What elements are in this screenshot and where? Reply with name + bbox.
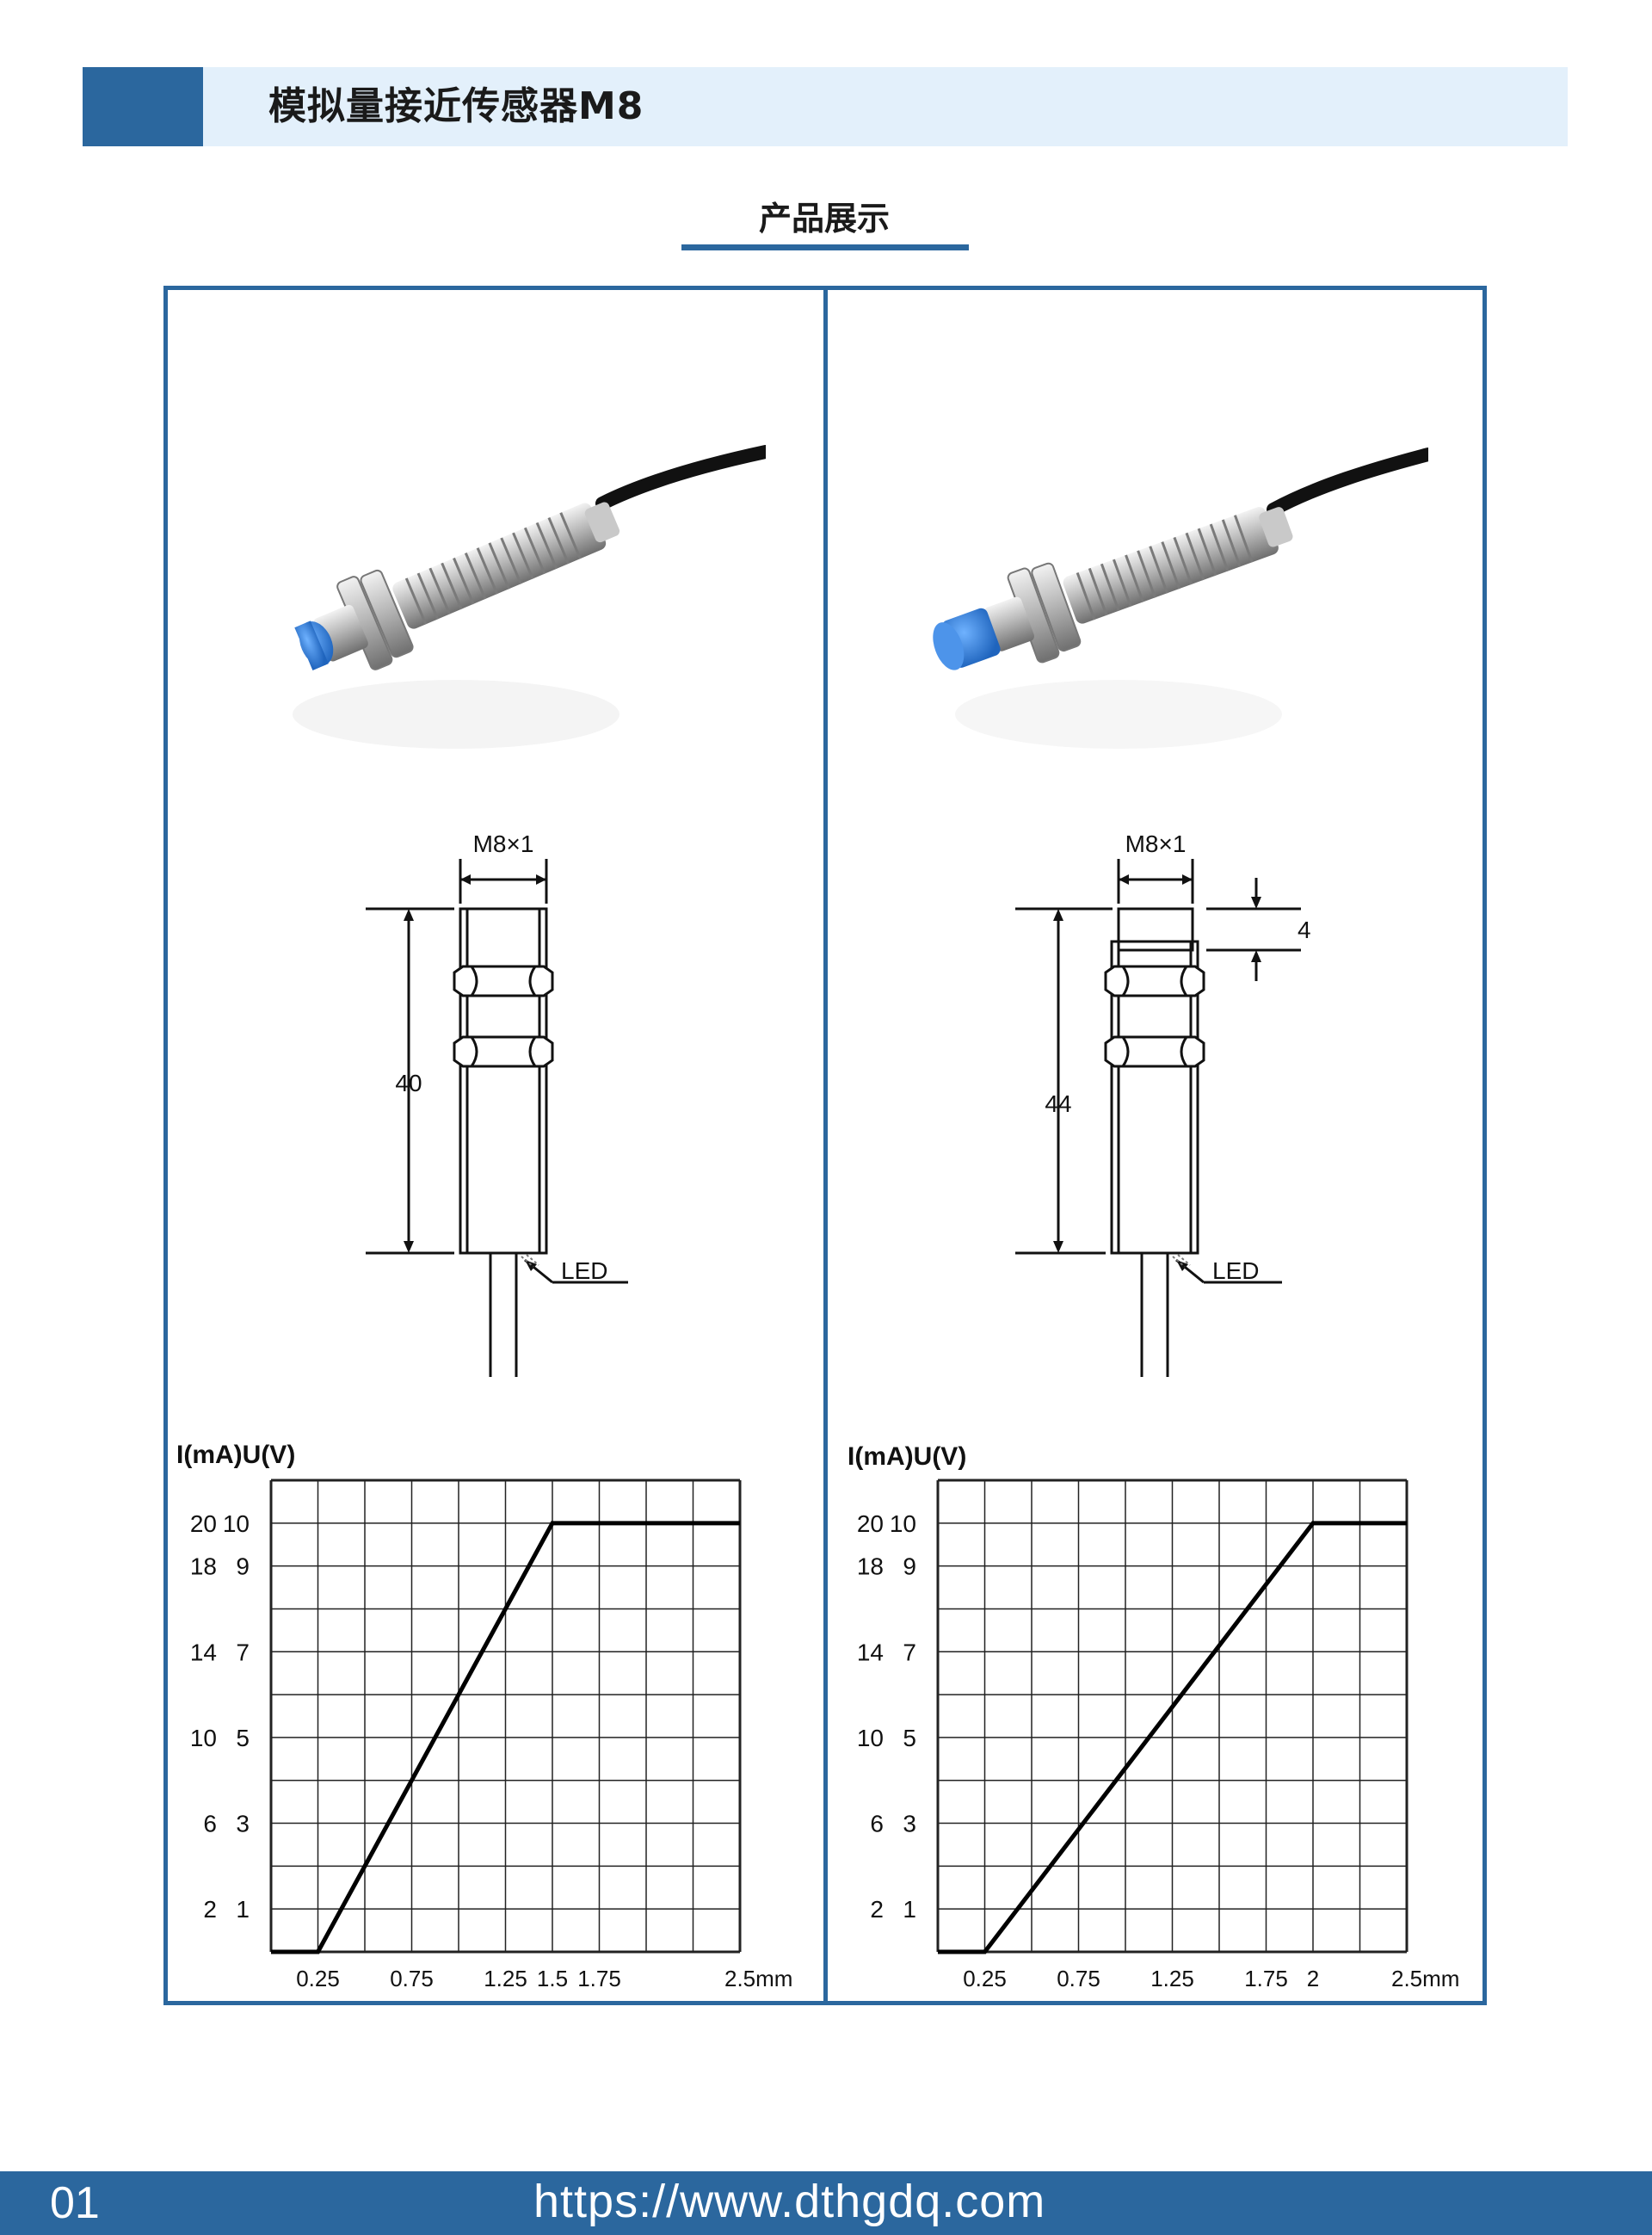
- led-label: LED: [561, 1257, 607, 1284]
- x-tick-label: 2.5mm: [1391, 1966, 1459, 1991]
- led-label: LED: [1212, 1257, 1259, 1284]
- x-tick-label: 0.25: [963, 1966, 1007, 1991]
- y-tick-label-current: 20: [190, 1510, 217, 1537]
- y-tick-label-current: 18: [857, 1553, 884, 1580]
- chart-marks: [938, 1521, 1407, 1954]
- y-tick-label-voltage: 10: [223, 1510, 250, 1537]
- x-tick-label: 1.75: [1244, 1966, 1288, 1991]
- y-tick-label-current: 6: [203, 1811, 217, 1837]
- thread-label: M8×1: [1125, 830, 1187, 857]
- x-tick-label: 0.75: [1057, 1966, 1100, 1991]
- x-tick-label: 1.25: [484, 1966, 527, 1991]
- series-line: [938, 1521, 1407, 1954]
- dimension-drawing-right: M8×1 44 4 LED: [1015, 830, 1311, 1377]
- page-number: 01: [50, 2178, 100, 2228]
- y-tick-label-voltage: 9: [236, 1553, 250, 1580]
- x-tick-label: 1.5: [537, 1966, 568, 1991]
- y-tick-label-current: 6: [870, 1811, 884, 1837]
- sensor-head-outline: [1117, 907, 1194, 952]
- sensor-body-outline: [1110, 940, 1199, 1255]
- y-tick-label-current: 2: [203, 1896, 217, 1923]
- chart-ylabel: I(mA)U(V): [848, 1442, 966, 1471]
- y-tick-label-current: 20: [857, 1510, 884, 1537]
- y-tick-label-voltage: 5: [236, 1725, 250, 1751]
- x-tick-label: 0.75: [390, 1966, 434, 1991]
- header-bar: [203, 67, 1568, 146]
- nut-lower: [453, 1035, 554, 1068]
- x-tick-label: 0.25: [296, 1966, 340, 1991]
- y-tick-label-voltage: 7: [903, 1639, 916, 1665]
- section-title: 产品展示: [758, 200, 890, 238]
- header-accent-block: [83, 67, 203, 146]
- nut-upper: [1104, 965, 1205, 997]
- thread-label: M8×1: [473, 830, 534, 857]
- footer-url-link[interactable]: https://www.dthgdq.com: [533, 2176, 1046, 2227]
- y-tick-label-current: 10: [190, 1725, 217, 1751]
- y-tick-label-current: 14: [190, 1639, 217, 1665]
- length-label: 40: [395, 1070, 422, 1096]
- y-tick-label-voltage: 9: [903, 1553, 916, 1580]
- panel-divider: [823, 286, 828, 2005]
- y-tick-label-voltage: 1: [236, 1896, 250, 1923]
- x-tick-label: 1.25: [1150, 1966, 1194, 1991]
- footer-bar: [0, 2171, 1652, 2235]
- y-tick-label-current: 10: [857, 1725, 884, 1751]
- x-tick-label: 2.5mm: [724, 1966, 792, 1991]
- chart-marks: [271, 1521, 740, 1954]
- nut-lower: [1104, 1035, 1205, 1068]
- length-label: 44: [1045, 1090, 1071, 1117]
- sensor-body-outline: [459, 907, 548, 1255]
- y-tick-label-voltage: 3: [236, 1811, 250, 1837]
- section-title-underline: [681, 244, 969, 250]
- y-tick-label-voltage: 1: [903, 1896, 916, 1923]
- x-tick-label: 1.75: [577, 1966, 621, 1991]
- y-tick-label-voltage: 5: [903, 1725, 916, 1751]
- y-tick-label-voltage: 10: [890, 1510, 916, 1537]
- sensor-photo-left: [293, 445, 766, 749]
- y-tick-label-voltage: 3: [903, 1811, 916, 1837]
- y-tick-label-current: 2: [870, 1896, 884, 1923]
- chart-ylabel: I(mA)U(V): [176, 1441, 295, 1469]
- sensor-photo-right: [933, 448, 1428, 749]
- head-length-label: 4: [1298, 917, 1311, 943]
- nut-upper: [453, 965, 554, 997]
- y-tick-label-voltage: 7: [236, 1639, 250, 1665]
- series-line: [271, 1521, 740, 1954]
- y-tick-label-current: 18: [190, 1553, 217, 1580]
- dimension-drawing-left: M8×1 40 LED: [366, 830, 628, 1377]
- x-tick-label: 2: [1307, 1966, 1319, 1991]
- y-tick-label-current: 14: [857, 1639, 884, 1665]
- chart-grid: [936, 1479, 1409, 1954]
- page-title: 模拟量接近传感器M8: [268, 84, 644, 128]
- chart-grid: [269, 1479, 742, 1954]
